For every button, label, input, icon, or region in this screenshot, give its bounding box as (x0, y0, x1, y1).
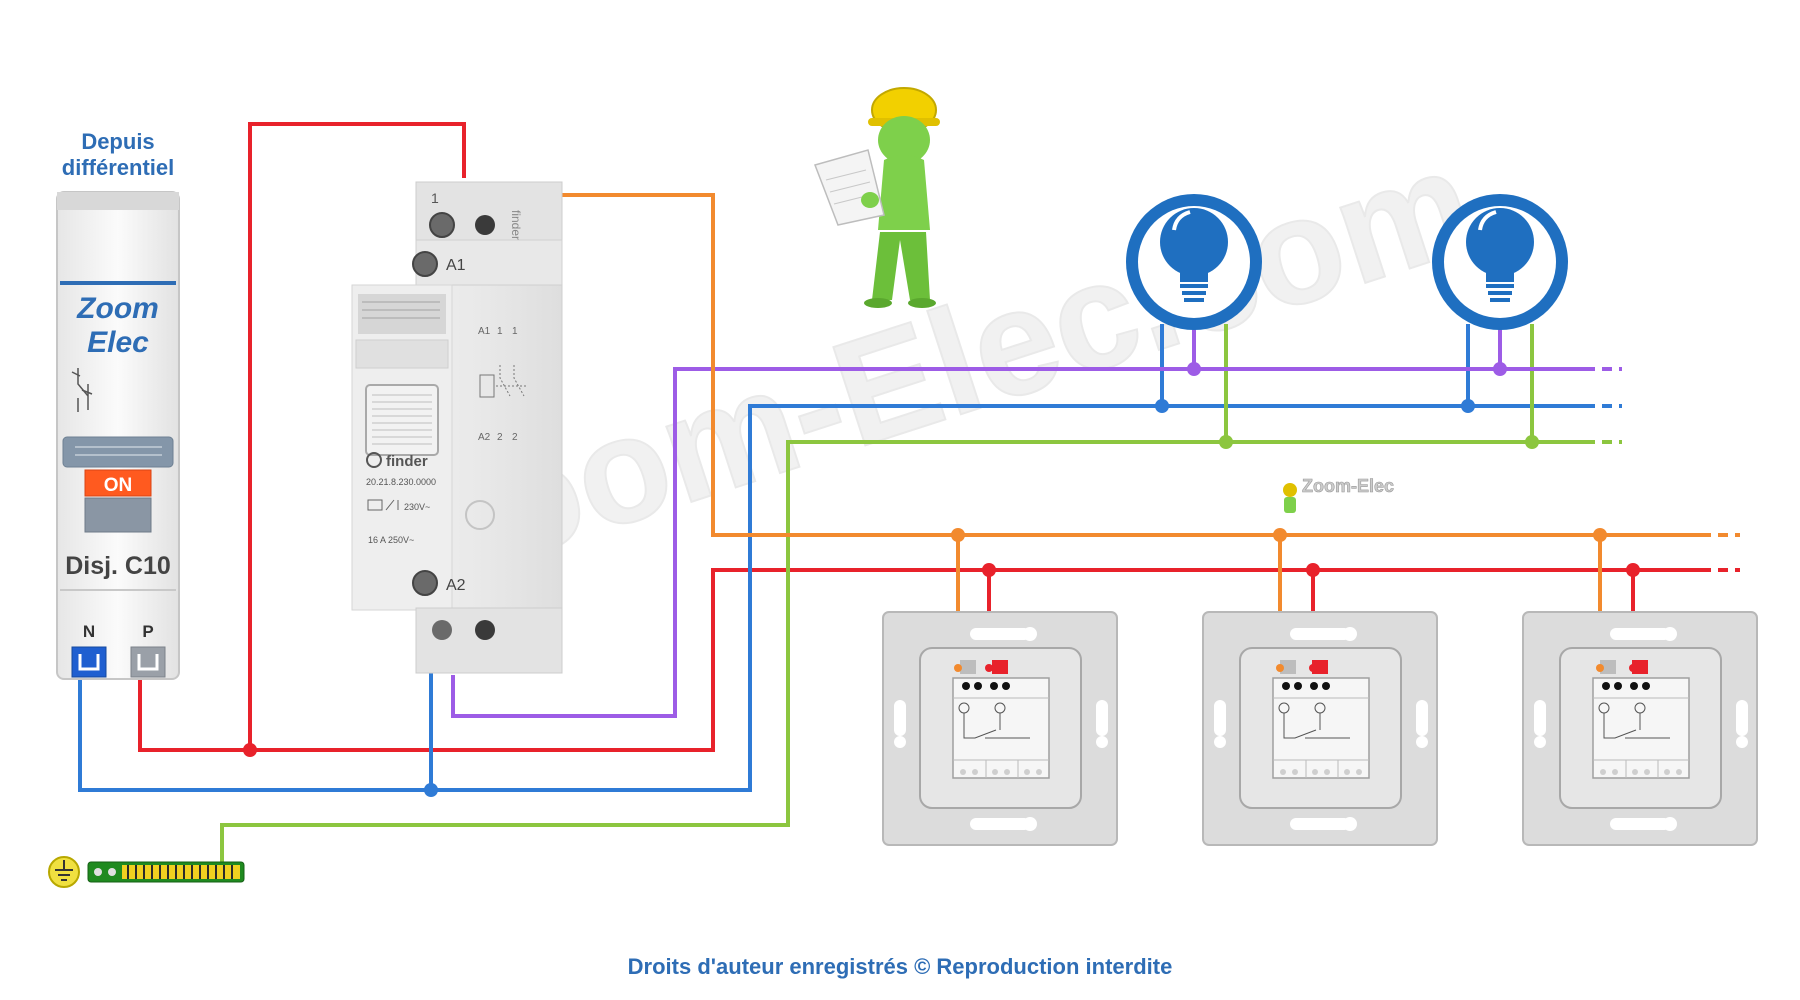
lamp-return-wire (451, 367, 1585, 718)
breaker-brand-1: Zoom (76, 292, 159, 325)
breaker-lever-top[interactable] (62, 436, 174, 468)
breaker-state-text: ON (104, 475, 133, 496)
relay-brand: finder (386, 453, 428, 470)
breaker-terminal-p[interactable] (130, 646, 166, 678)
breaker-brand-2: Elec (87, 326, 149, 359)
phase-wire-to-switches (250, 568, 1701, 752)
push-button-switch-1[interactable] (882, 611, 1118, 846)
push-button-switch-3[interactable] (1522, 611, 1758, 846)
relay-model: 20.21.8.230.0000 (366, 477, 436, 487)
breaker-source-label-1: Depuis (81, 129, 154, 154)
relay-front-2a: 2 (497, 432, 503, 443)
breaker-toggle[interactable] (84, 497, 152, 533)
impulse-relay: 1 A1 A2 finder finder 20.21.8.230.0000 2… (351, 181, 563, 674)
lamp-icon (1432, 194, 1568, 330)
relay-terminal-a2: A2 (446, 577, 466, 594)
breaker-terminal-p-label: P (142, 622, 153, 641)
breaker-symbol-icon (71, 368, 93, 412)
circuit-breaker: Zoom Elec ON Disj. C10 N P (56, 191, 180, 680)
switch-schematic-icon (1278, 702, 1350, 739)
switch-schematic-icon (1598, 702, 1670, 739)
relay-brand-top: finder (509, 210, 523, 240)
worker-figure-icon (814, 87, 940, 308)
relay-front-1a: 1 (497, 326, 503, 337)
breaker-state-indicator (84, 469, 152, 497)
switch-wire-terminals (954, 664, 1637, 672)
relay-front-a1: A1 (478, 326, 491, 337)
phase-wire-to-relay (138, 122, 466, 752)
breaker-source-label-2: différentiel (62, 155, 174, 180)
zoom-elec-small-logo: Zoom-Elec (1283, 476, 1394, 513)
relay-screw-a2[interactable] (412, 570, 438, 596)
relay-terminal-a1: A1 (446, 257, 466, 274)
relay-coil-symbol-icon (367, 499, 399, 511)
earth-symbol-icon (48, 856, 80, 888)
relay-front-a2: A2 (478, 432, 491, 443)
finder-logo-icon (366, 452, 382, 468)
relay-terminal-top: 1 (431, 190, 439, 206)
breaker-terminal-n[interactable] (71, 646, 107, 678)
relay-front-2b: 2 (512, 432, 518, 443)
push-button-switch-2[interactable] (1202, 611, 1438, 846)
earth-wire (220, 440, 1585, 870)
neutral-wire (78, 404, 1585, 792)
relay-voltage: 230V~ (404, 502, 430, 512)
relay-contact-symbol-icon (479, 365, 528, 398)
lamp-icon (1126, 194, 1262, 330)
relay-screw-a1[interactable] (412, 251, 438, 277)
switch-schematic-icon (958, 702, 1030, 739)
junction-dots (243, 362, 1640, 797)
relay-rating: 16 A 250V~ (368, 535, 414, 545)
watermark-small: Zoom-Elec (1302, 476, 1394, 496)
earth-bar (48, 856, 245, 888)
breaker-terminal-n-label: N (83, 622, 95, 641)
breaker-rating: Disj. C10 (65, 552, 171, 580)
relay-front-1b: 1 (512, 326, 518, 337)
relay-screw-1[interactable] (429, 212, 455, 238)
copyright-notice: Droits d'auteur enregistrés © Reproducti… (628, 954, 1173, 979)
